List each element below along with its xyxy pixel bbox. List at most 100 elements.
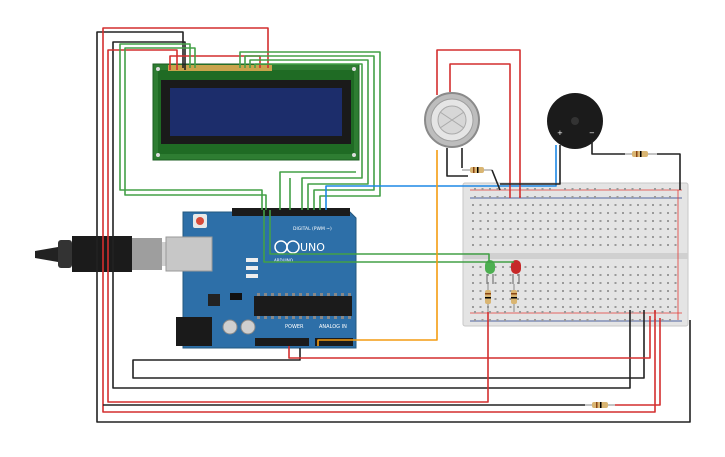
breadboard-hole	[667, 282, 669, 284]
breadboard-hole	[524, 244, 527, 246]
breadboard-hole	[637, 266, 639, 268]
breadboard-hole	[509, 244, 512, 246]
breadboard-hole	[637, 244, 639, 246]
breadboard-hole	[629, 204, 632, 206]
breadboard-hole	[637, 274, 639, 276]
breadboard-hole	[562, 228, 564, 230]
breadboard-hole	[607, 236, 609, 238]
wire-green-4	[244, 55, 375, 210]
breadboard-hole	[637, 290, 639, 292]
breadboard-hole	[479, 306, 482, 308]
rail-hole	[639, 319, 641, 321]
rail-hole	[496, 196, 499, 198]
breadboard-hole	[517, 228, 519, 230]
breadboard-hole	[599, 290, 602, 292]
breadboard-hole	[517, 204, 519, 206]
wire-red-lcd	[169, 55, 261, 70]
chip-pin	[257, 316, 260, 319]
breadboard-hole	[509, 204, 512, 206]
breadboard-hole	[472, 298, 474, 300]
breadboard-hole	[614, 290, 617, 292]
uno-label: UNO	[300, 241, 325, 254]
breadboard-hole	[659, 290, 662, 292]
breadboard-hole	[547, 274, 549, 276]
breadboard-hole	[502, 282, 504, 284]
rail-hole	[579, 319, 581, 321]
breadboard-hole	[524, 220, 527, 222]
chip-pin	[278, 293, 281, 296]
led-resistor-1	[485, 284, 491, 312]
rail-hole	[609, 311, 611, 313]
breadboard-hole	[487, 212, 489, 214]
chip-pin	[320, 293, 323, 296]
chip-pin	[257, 293, 260, 296]
sensor-resistor	[462, 167, 492, 173]
breadboard-hole	[659, 298, 662, 300]
breadboard-hole	[629, 228, 632, 230]
rail-hole	[571, 196, 574, 198]
analog-label: ANALOG IN	[319, 324, 347, 330]
rail-hole	[616, 196, 619, 198]
microcontroller-chip	[254, 296, 352, 316]
breadboard-hole	[644, 266, 647, 268]
led-resistor-2	[511, 284, 517, 312]
breadboard-hole	[599, 212, 602, 214]
breadboard-hole	[622, 266, 624, 268]
rail-hole	[489, 311, 491, 313]
analog-header	[315, 338, 353, 346]
breadboard-hole	[584, 212, 587, 214]
chip-pin	[313, 316, 316, 319]
breadboard-hole	[614, 244, 617, 246]
wire-green-2	[124, 47, 267, 210]
lcd-screen	[170, 88, 342, 136]
breadboard-hole	[637, 282, 639, 284]
breadboard-hole	[577, 220, 579, 222]
breadboard-hole	[509, 212, 512, 214]
breadboard-hole	[607, 220, 609, 222]
chip-pin	[264, 316, 267, 319]
breadboard-hole	[644, 306, 647, 308]
breadboard	[462, 182, 689, 327]
breadboard-hole	[599, 220, 602, 222]
breadboard-hole	[509, 306, 512, 308]
rail-hole	[534, 188, 536, 190]
breadboard-hole	[547, 212, 549, 214]
breadboard-hole	[472, 212, 474, 214]
breadboard-hole	[479, 212, 482, 214]
wire-red-gas-1	[436, 49, 521, 198]
svg-text:−: −	[589, 129, 595, 137]
wire-black-outer	[96, 31, 691, 423]
breadboard-hole	[517, 236, 519, 238]
breadboard-hole	[569, 282, 572, 284]
breadboard-hole	[554, 212, 557, 214]
breadboard-hole	[479, 282, 482, 284]
breadboard-hole	[674, 282, 677, 284]
breadboard-hole	[569, 228, 572, 230]
rail-hole	[609, 196, 611, 198]
breadboard-hole	[622, 220, 624, 222]
breadboard-hole	[524, 236, 527, 238]
breadboard-hole	[562, 298, 564, 300]
rail-hole	[579, 188, 581, 190]
breadboard-hole	[494, 212, 497, 214]
breadboard-hole	[637, 298, 639, 300]
breadboard-hole	[472, 266, 474, 268]
chip-pin	[299, 293, 302, 296]
breadboard-hole	[599, 236, 602, 238]
breadboard-hole	[659, 236, 662, 238]
breadboard-hole	[472, 306, 474, 308]
breadboard-hole	[629, 266, 632, 268]
wire-green-5	[249, 59, 369, 210]
wire-buzzer-pos	[500, 145, 561, 185]
rail-hole	[661, 188, 664, 190]
breadboard-hole	[592, 266, 594, 268]
breadboard-hole	[622, 236, 624, 238]
breadboard-hole	[532, 298, 534, 300]
breadboard-hole	[614, 282, 617, 284]
breadboard-hole	[494, 244, 497, 246]
wire-black-gas	[446, 148, 468, 177]
breadboard-hole	[614, 306, 617, 308]
buzzer-resistor	[625, 151, 657, 157]
